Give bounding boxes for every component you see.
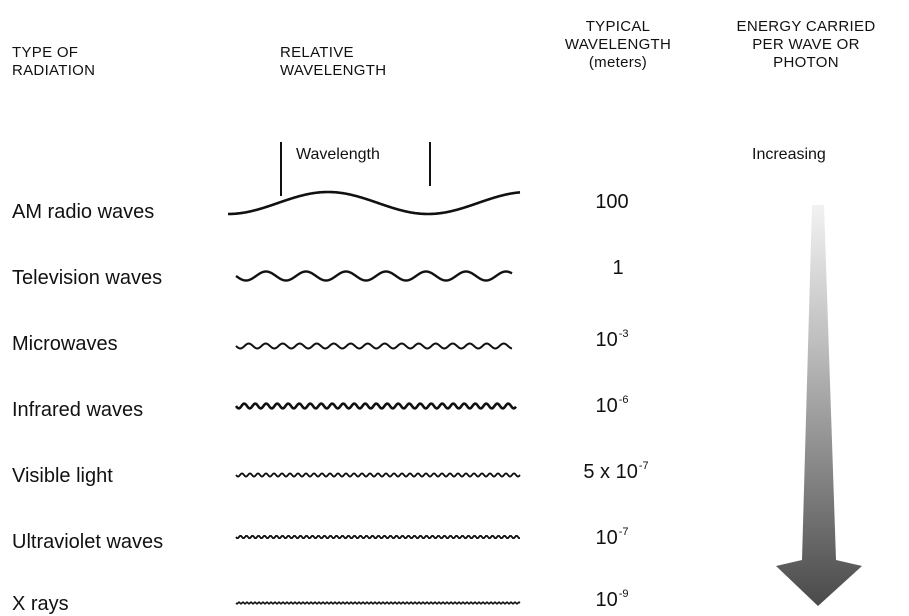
value-base: 10	[595, 395, 618, 417]
value-exponent: -3	[618, 328, 629, 340]
value-base: 10	[595, 329, 618, 351]
value-exponent: -7	[618, 526, 629, 538]
row-wavelength-value-2: 1	[558, 256, 678, 280]
energy-increasing-label: Increasing	[752, 146, 826, 163]
wave-5	[235, 472, 521, 478]
value-base: 10	[595, 589, 618, 611]
row-label-3: Microwaves	[12, 333, 118, 355]
row-label-6: Ultraviolet waves	[12, 531, 164, 553]
header-typical-line3: (meters)	[588, 54, 648, 71]
row-label-4: Infrared waves	[12, 399, 144, 421]
value-exponent: -6	[618, 394, 629, 406]
row-wavelength-value-3: 10-3	[552, 322, 672, 352]
row-wavelength-value-5: 5 x 10-7	[556, 454, 676, 484]
row-label-5: Visible light	[12, 465, 113, 487]
wave-2	[235, 270, 513, 282]
header-type-of-radiation: TYPE OF RADIATION	[12, 44, 95, 80]
row-label-2: Television waves	[12, 267, 163, 289]
value-base: 5 x 10	[583, 461, 638, 483]
row-wavelength-value-6: 10-7	[552, 520, 672, 550]
header-typical-wavelength: TYPICAL WAVELENGTH (meters)	[544, 18, 692, 72]
row-wavelength-value-1: 100	[552, 190, 672, 214]
row-wavelength-value-7: 10-9	[552, 582, 672, 612]
wave-6	[235, 534, 520, 540]
wave-4	[234, 402, 517, 410]
header-typical-line2: WAVELENGTH	[564, 36, 672, 53]
header-typical-line1: TYPICAL	[585, 18, 651, 35]
header-type-line1: TYPE OF	[12, 44, 79, 61]
header-relative-line1: RELATIVE	[280, 44, 354, 61]
row-label-1: AM radio waves	[12, 201, 155, 223]
wave-7	[235, 601, 521, 605]
header-relative-wavelength: RELATIVE WAVELENGTH	[280, 44, 386, 80]
header-type-line2: RADIATION	[12, 62, 96, 79]
wavelength-label: Wavelength	[296, 146, 380, 163]
header-energy-line3: PHOTON	[773, 54, 839, 71]
wave-3	[235, 342, 513, 350]
header-energy-line2: PER WAVE OR	[752, 36, 860, 53]
wave-1	[227, 190, 521, 216]
value-base: 100	[595, 191, 629, 213]
energy-arrow	[776, 205, 862, 606]
header-energy-carried: ENERGY CARRIED PER WAVE OR PHOTON	[706, 18, 906, 72]
header-relative-line2: WAVELENGTH	[280, 62, 387, 79]
row-label-7: X rays	[12, 593, 69, 615]
value-exponent: -9	[618, 588, 629, 600]
value-base: 1	[612, 257, 624, 279]
value-exponent: -7	[638, 460, 649, 472]
row-wavelength-value-4: 10-6	[552, 388, 672, 418]
header-energy-line1: ENERGY CARRIED	[736, 18, 876, 35]
value-base: 10	[595, 527, 618, 549]
